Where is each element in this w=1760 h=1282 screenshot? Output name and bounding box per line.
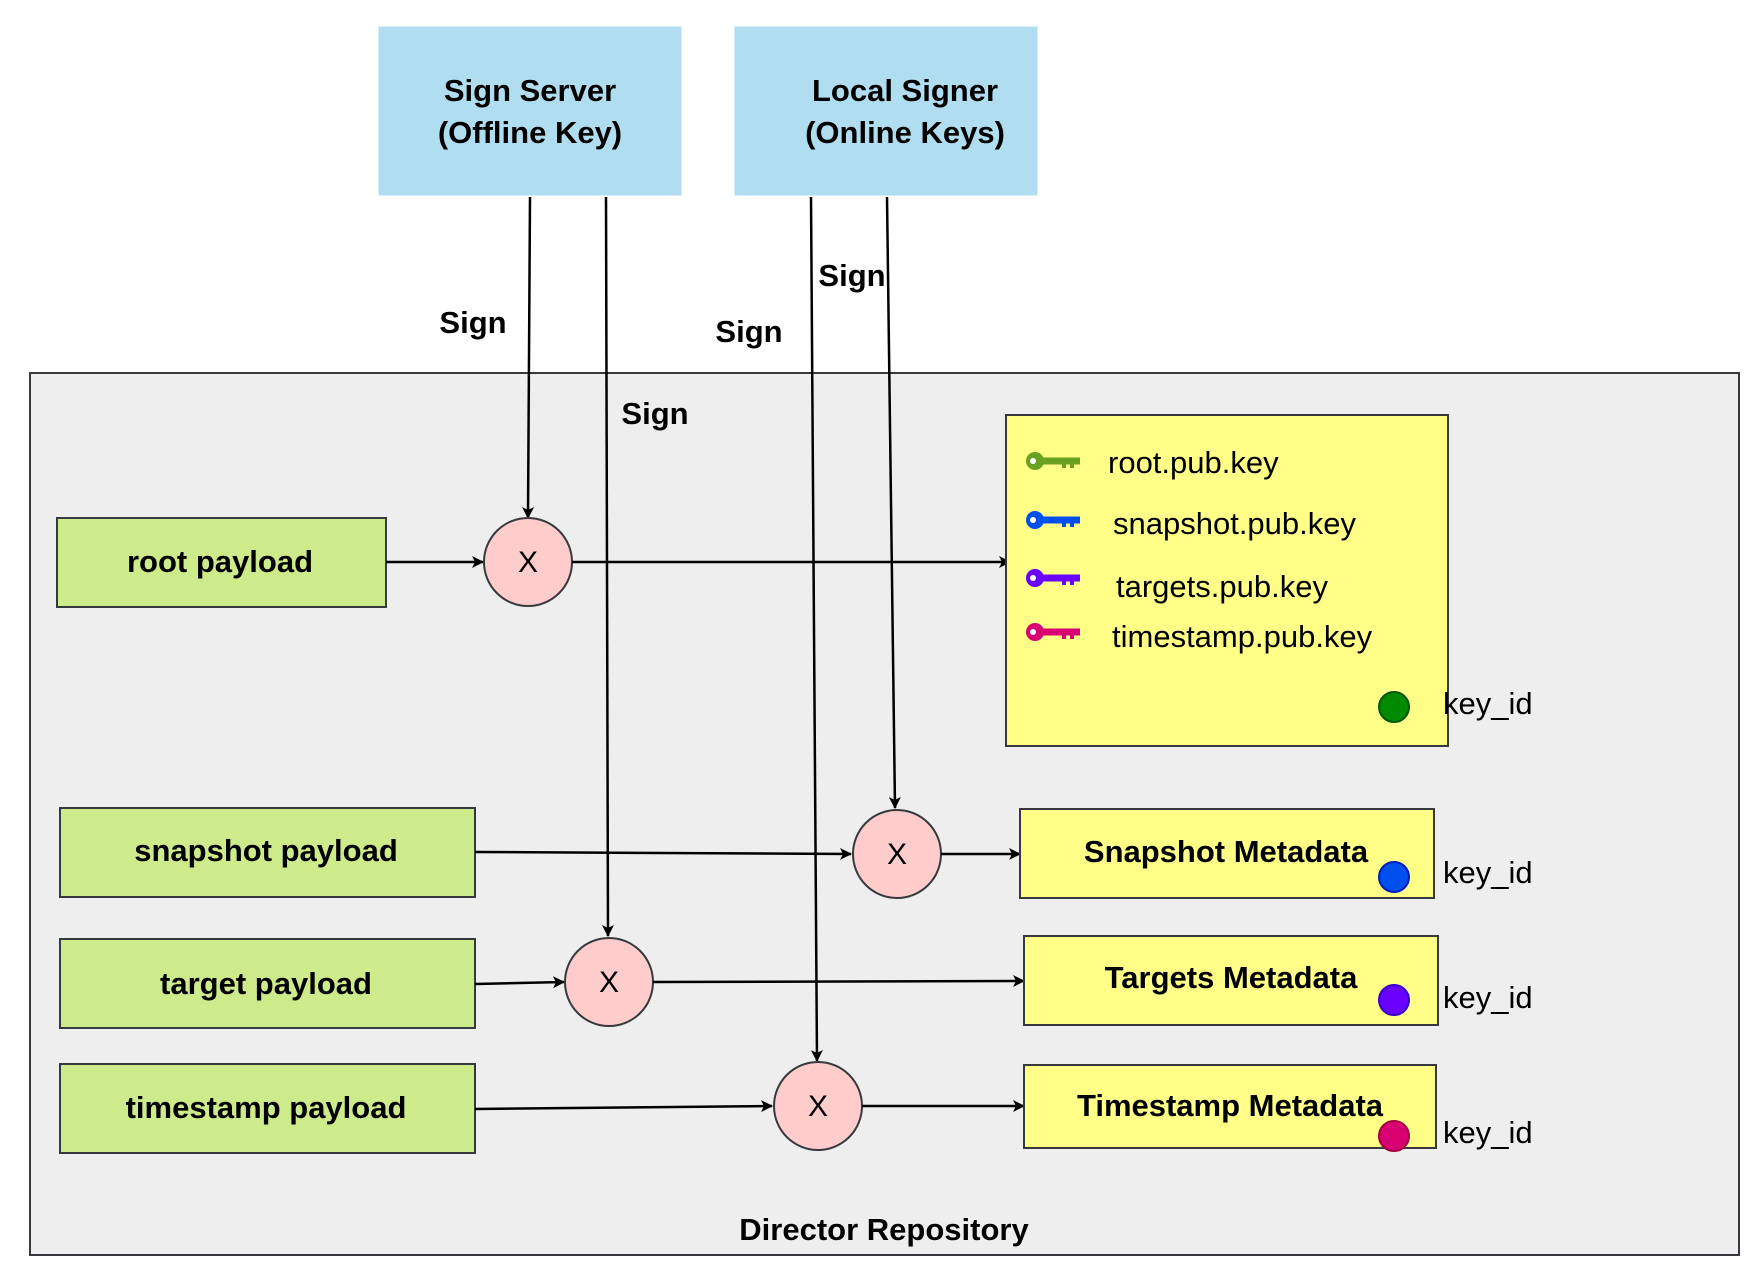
key-hole bbox=[1030, 458, 1036, 464]
local-signer-subtitle: (Online Keys) bbox=[805, 115, 1005, 150]
key-hole bbox=[1030, 517, 1036, 523]
edge-target-payload-to-sign bbox=[474, 976, 565, 989]
repository-label: Director Repository bbox=[739, 1212, 1029, 1247]
root-payload-box bbox=[56, 517, 387, 608]
snapshot-payload-label: snapshot payload bbox=[134, 833, 398, 868]
timestamp-pub-key-row: timestamp.pub.key bbox=[1026, 619, 1373, 654]
root-key-id-dot bbox=[1378, 691, 1410, 723]
sign-timestamp-label: Sign bbox=[715, 314, 782, 349]
snapshot-key-id-dot bbox=[1378, 861, 1410, 893]
edge-snapshot-payload-to-sign bbox=[474, 847, 852, 860]
sign-targets-label: Sign bbox=[621, 396, 688, 431]
target-payload-box bbox=[59, 938, 476, 1029]
snapshot-pub-key-label: snapshot.pub.key bbox=[1113, 506, 1357, 541]
snapshot-payload-box bbox=[59, 807, 476, 898]
snapshot-pub-key-row: snapshot.pub.key bbox=[1026, 506, 1357, 541]
sign-root-label: Sign bbox=[439, 305, 506, 340]
timestamp-key-id-label: key_id bbox=[1443, 1115, 1533, 1150]
targets-metadata-box bbox=[1023, 935, 1439, 1026]
edge-targets-sign-to-metadata bbox=[652, 975, 1025, 988]
root-pub-key-label: root.pub.key bbox=[1108, 445, 1279, 480]
snapshot-metadata-label: Snapshot Metadata bbox=[1084, 834, 1369, 869]
timestamp-sign-node-label: X bbox=[808, 1090, 828, 1123]
root-payload-label: root payload bbox=[127, 544, 313, 579]
targets-key-id-label: key_id bbox=[1443, 980, 1533, 1015]
edge-sign-targets bbox=[601, 196, 614, 937]
targets-metadata-label: Targets Metadata bbox=[1105, 960, 1358, 995]
edge-sign-timestamp bbox=[809, 196, 823, 1062]
snapshot-key-id-label: key_id bbox=[1443, 855, 1533, 890]
sign-server-title: Sign Server bbox=[444, 73, 616, 108]
root-sign-node-label: X bbox=[518, 546, 538, 579]
targets-sign-node-label: X bbox=[599, 966, 619, 999]
timestamp-key-id-dot bbox=[1378, 1120, 1410, 1152]
edge-sign-root bbox=[522, 196, 535, 519]
key-hole bbox=[1030, 629, 1036, 635]
target-payload-label: target payload bbox=[160, 966, 372, 1001]
sign-server-subtitle: (Offline Key) bbox=[438, 115, 622, 150]
timestamp-payload-box bbox=[59, 1063, 476, 1154]
targets-pub-key-row: targets.pub.key bbox=[1026, 569, 1328, 604]
edge-timestamp-payload-to-sign bbox=[474, 1100, 773, 1113]
key-hole bbox=[1030, 575, 1036, 581]
snapshot-sign-node-label: X bbox=[887, 838, 907, 871]
sign-snapshot-label: Sign bbox=[818, 258, 885, 293]
targets-key-id-dot bbox=[1378, 984, 1410, 1016]
local-signer-title: Local Signer bbox=[812, 73, 998, 108]
root-key-id-label: key_id bbox=[1443, 686, 1533, 721]
timestamp-metadata-label: Timestamp Metadata bbox=[1077, 1088, 1384, 1123]
timestamp-payload-label: timestamp payload bbox=[126, 1090, 407, 1125]
local-signer-box bbox=[734, 26, 1038, 196]
root-pub-key-row: root.pub.key bbox=[1026, 445, 1279, 480]
targets-pub-key-label: targets.pub.key bbox=[1116, 569, 1328, 604]
sign-server-box bbox=[378, 26, 682, 196]
timestamp-metadata-box bbox=[1023, 1064, 1437, 1149]
edge-sign-snapshot bbox=[885, 196, 901, 809]
timestamp-pub-key-label: timestamp.pub.key bbox=[1112, 619, 1373, 654]
snapshot-metadata-box bbox=[1019, 808, 1435, 899]
